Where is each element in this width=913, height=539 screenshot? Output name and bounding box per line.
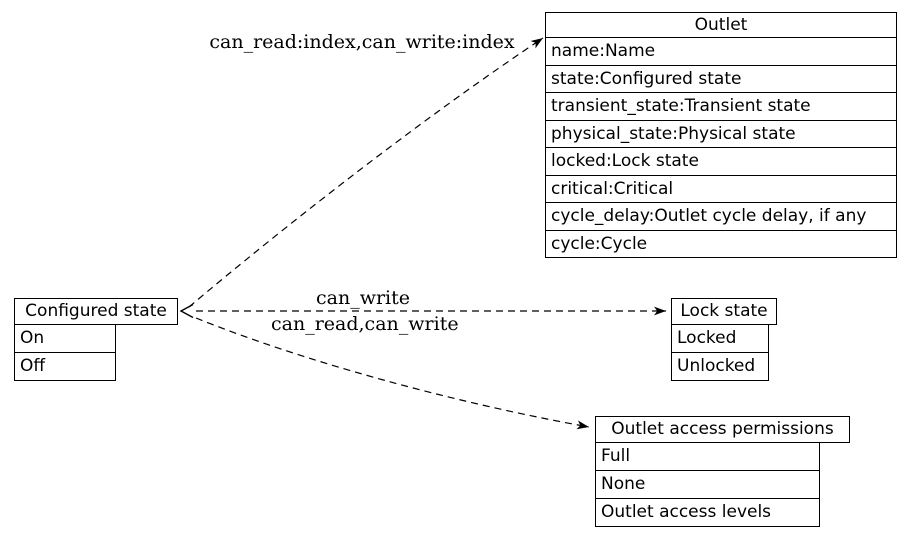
node-outlet-row-name: name:Name [545, 37, 897, 66]
node-configured-state-row-off: Off [14, 352, 116, 381]
open-vee-arrowhead-configured-state [179, 303, 194, 319]
node-lock-state-row-locked: Locked [671, 324, 769, 353]
node-lock-state-row-unlocked: Unlocked [671, 352, 769, 381]
node-configured-state: Configured state On Off [14, 298, 178, 381]
node-lock-state: Lock state Locked Unlocked [671, 298, 777, 381]
edge-label-can-read-can-write: can_read,can_write [271, 313, 459, 335]
node-outlet-access-permissions-header: Outlet access permissions [595, 416, 850, 443]
node-outlet-row-transient-state: transient_state:Transient state [545, 92, 897, 121]
node-outlet-row-state: state:Configured state [545, 64, 897, 93]
node-configured-state-row-on: On [14, 324, 116, 353]
edge-label-can-read-index-can-write-index: can_read:index,can_write:index [209, 31, 515, 53]
node-outlet-row-physical-state: physical_state:Physical state [545, 119, 897, 148]
node-lock-state-header: Lock state [671, 298, 777, 325]
edge-outlet-configured-state-line [188, 37, 544, 308]
node-outlet-access-permissions-row-full: Full [595, 442, 820, 471]
edge-configured-state-outlet-access-line [195, 317, 590, 430]
node-outlet-access-permissions-row-none: None [595, 470, 820, 499]
node-outlet-row-critical: critical:Critical [545, 174, 897, 203]
node-outlet-row-cycle: cycle:Cycle [545, 229, 897, 258]
node-outlet-access-permissions-row-levels: Outlet access levels [595, 498, 820, 527]
node-outlet-row-locked: locked:Lock state [545, 147, 897, 176]
node-configured-state-header: Configured state [14, 298, 178, 325]
node-outlet-header: Outlet [545, 12, 897, 38]
node-outlet-row-cycle-delay: cycle_delay:Outlet cycle delay, if any [545, 202, 897, 231]
node-outlet: Outlet name:Name state:Configured state … [545, 12, 897, 258]
node-outlet-access-permissions: Outlet access permissions Full None Outl… [595, 416, 850, 527]
edge-label-can-write: can_write [316, 287, 411, 309]
